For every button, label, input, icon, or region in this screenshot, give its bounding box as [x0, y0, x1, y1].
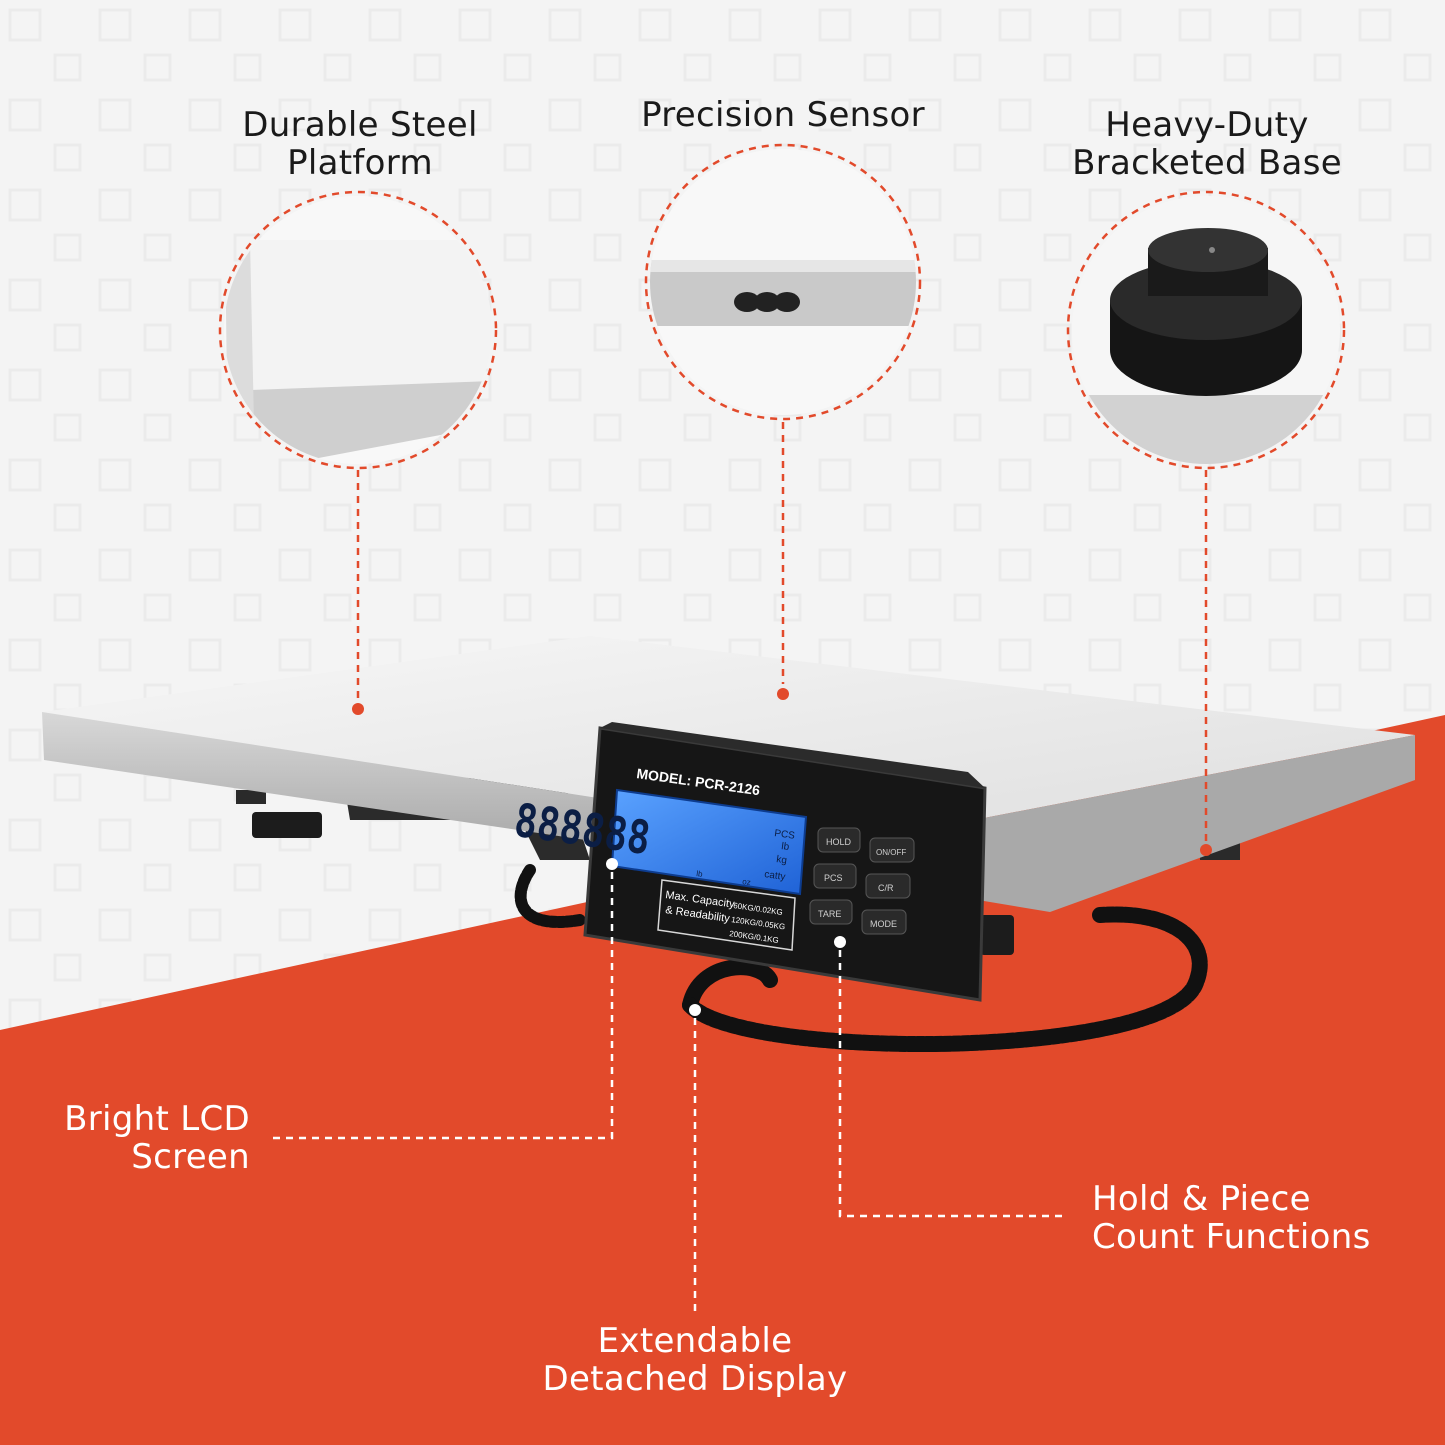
svg-text:MODE: MODE [870, 919, 897, 929]
platform-detail-circle [218, 190, 498, 470]
callout-display-line2: Detached Display [542, 1359, 848, 1399]
callout-platform: Durable Steel Platform [200, 106, 520, 182]
tare-button[interactable]: TARE [809, 899, 853, 925]
lcd-unit-kg: kg [776, 854, 788, 866]
callout-sensor-line1: Precision Sensor [641, 95, 925, 135]
c-r-button[interactable]: C/R [865, 873, 911, 899]
callout-functions: Hold & Piece Count Functions [1092, 1180, 1412, 1256]
capacity-table [657, 879, 796, 951]
indicator-display: MODEL: PCR-2126 888888 PCS lb kg catty l… [511, 722, 987, 1002]
callout-base-line2: Bracketed Base [1072, 143, 1342, 183]
callout-functions-line1: Hold & Piece [1092, 1179, 1311, 1219]
hold-button[interactable]: HOLD [817, 827, 861, 853]
lcd-screen [610, 788, 808, 896]
mode-button[interactable]: MODE [861, 909, 907, 935]
callout-sensor: Precision Sensor [600, 96, 966, 134]
coiled-cable [514, 864, 1208, 1052]
on-off-button[interactable]: ON/OFF [869, 837, 915, 863]
lcd-unit-catty: catty [764, 869, 786, 883]
callout-platform-line1: Durable Steel [242, 105, 478, 145]
svg-text:ON/OFF: ON/OFF [876, 848, 906, 857]
callout-platform-line2: Platform [287, 143, 433, 183]
callout-lcd-line1: Bright LCD [64, 1099, 250, 1139]
callout-display: Extendable Detached Display [520, 1322, 870, 1398]
svg-text:C/R: C/R [878, 883, 894, 893]
callout-leaders [272, 422, 1212, 1312]
callout-lcd: Bright LCD Screen [40, 1100, 250, 1176]
lcd-subunit-oz: oz [742, 877, 752, 887]
callout-functions-line2: Count Functions [1092, 1217, 1371, 1257]
callout-base: Heavy-Duty Bracketed Base [1050, 106, 1364, 182]
svg-text:PCS: PCS [824, 873, 843, 883]
pcs-button[interactable]: PCS [813, 863, 857, 889]
lcd-subunit-lb: lb [696, 869, 704, 879]
callout-display-line1: Extendable [597, 1321, 793, 1361]
sensor-detail-circle [644, 143, 922, 421]
lcd-unit-lb: lb [781, 841, 791, 853]
lcd-unit-pcs: PCS [774, 828, 796, 842]
svg-text:TARE: TARE [818, 909, 841, 919]
callout-base-line1: Heavy-Duty [1105, 105, 1309, 145]
svg-text:HOLD: HOLD [826, 837, 852, 847]
callout-lcd-line2: Screen [131, 1137, 250, 1177]
